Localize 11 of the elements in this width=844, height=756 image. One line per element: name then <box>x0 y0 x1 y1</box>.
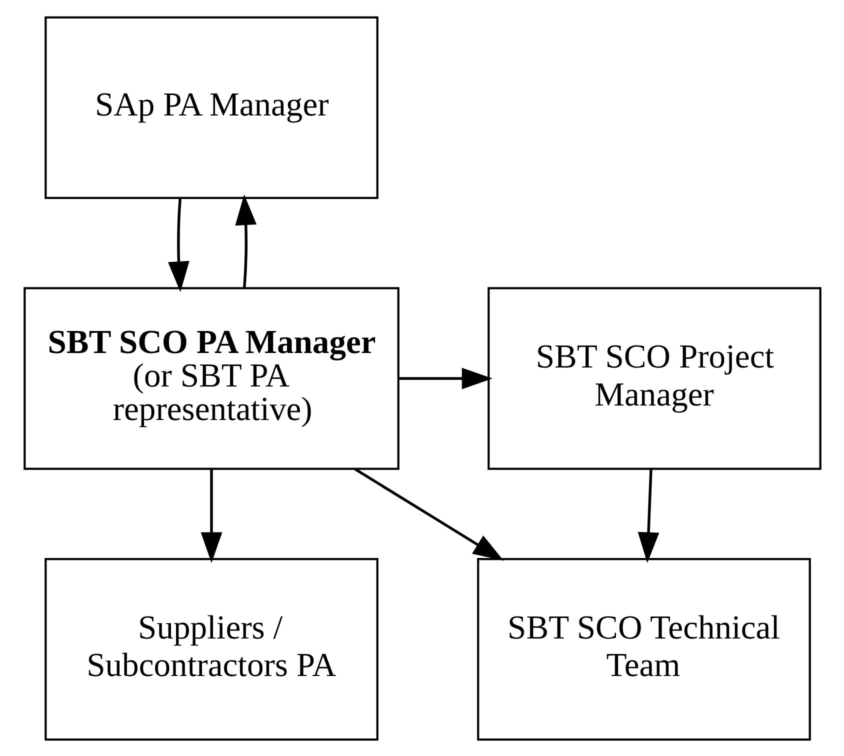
arrow <box>167 198 189 292</box>
node-box: Suppliers / Subcontractors PA <box>44 558 378 740</box>
node-box: SBT SCO PA Manager (or SBT PA representative) <box>23 286 399 470</box>
arrow <box>354 467 504 560</box>
arrow <box>637 468 659 562</box>
node-box: SBT SCO Technical Team <box>476 558 810 740</box>
node-box: SAp PA Manager <box>44 16 378 198</box>
arrow <box>200 468 222 562</box>
arrow <box>234 194 256 288</box>
node-box: SBT SCO Project Manager <box>487 286 821 470</box>
arrow <box>398 367 492 389</box>
